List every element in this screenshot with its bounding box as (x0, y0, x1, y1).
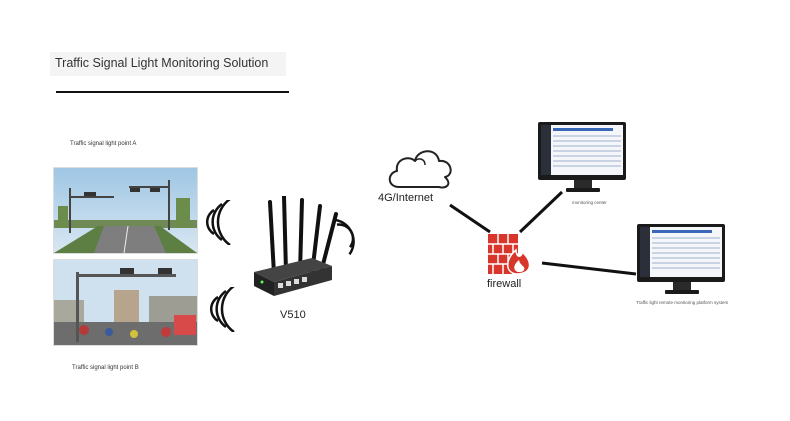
firewall-monitor1-line (518, 190, 564, 234)
title-underline (56, 91, 289, 93)
monitor-2-caption: Traffic light remote monitoring platform… (636, 300, 729, 305)
point-b-photo (53, 259, 198, 346)
router-icon (254, 196, 338, 296)
page-title: Traffic Signal Light Monitoring Solution (55, 56, 269, 70)
cloud-label: 4G/Internet (378, 192, 434, 204)
monitor-icon (637, 224, 725, 294)
cloud-icon (388, 150, 452, 189)
point-a-caption: Traffic signal light point A (70, 141, 137, 147)
cloud-firewall-line (449, 203, 491, 234)
firewall-label: firewall (487, 278, 522, 290)
signal-wave-icon (209, 287, 235, 332)
signal-wave-icon (205, 200, 231, 245)
point-a-photo (53, 167, 198, 254)
monitor-icon (538, 122, 626, 192)
title-background (50, 52, 286, 76)
monitor-1-caption: monitoring center (572, 200, 607, 205)
firewall-monitor2-line (541, 261, 637, 276)
firewall-icon (488, 234, 531, 275)
signal-wave-icon (335, 218, 355, 255)
router-label: V510 (280, 309, 306, 321)
point-b-caption: Traffic signal light point B (72, 365, 139, 371)
